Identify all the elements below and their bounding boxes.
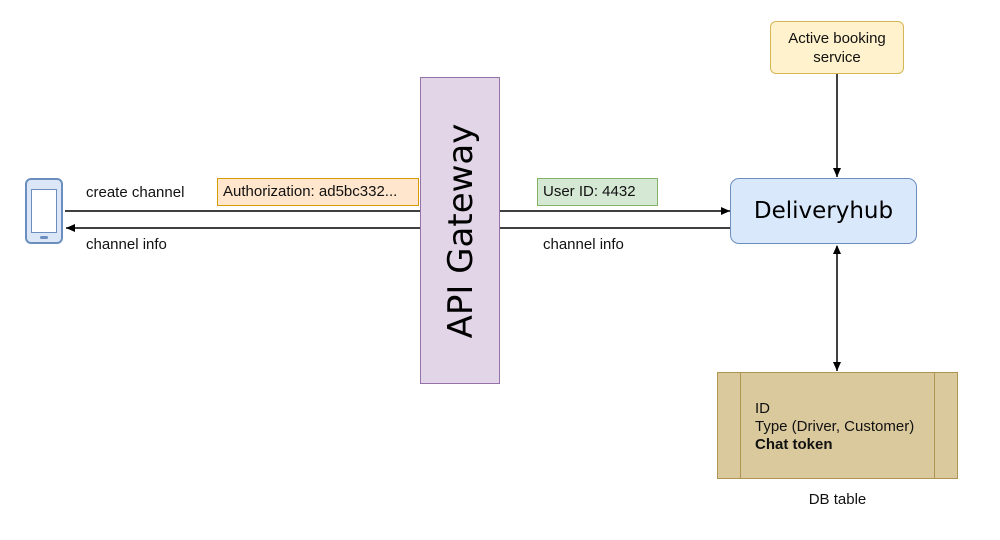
db-table-caption: DB table xyxy=(808,491,867,508)
create-channel-label: create channel xyxy=(86,184,185,201)
active-booking-service-label: Active booking service xyxy=(788,29,886,66)
api-gateway-label: API Gateway xyxy=(441,123,481,339)
user-id-tag: User ID: 4432 xyxy=(537,178,658,206)
db-fields: ID Type (Driver, Customer) Chat token xyxy=(755,400,914,454)
deliveryhub-label: Deliveryhub xyxy=(753,198,894,224)
authorization-tag: Authorization: ad5bc332... xyxy=(217,178,419,206)
db-right-divider xyxy=(934,373,935,478)
db-table-box: ID Type (Driver, Customer) Chat token xyxy=(717,372,958,479)
smartphone-icon xyxy=(25,178,63,244)
channel-info-left-label: channel info xyxy=(86,236,167,253)
db-field-id: ID xyxy=(755,400,770,417)
db-field-type: Type (Driver, Customer) xyxy=(755,418,915,435)
api-gateway-box: API Gateway xyxy=(420,77,500,384)
phone-screen xyxy=(31,189,57,233)
phone-home-button xyxy=(40,236,48,239)
active-booking-service-box: Active booking service xyxy=(770,21,904,74)
db-field-chat-token: Chat token xyxy=(755,436,833,453)
db-left-divider xyxy=(740,373,741,478)
deliveryhub-box: Deliveryhub xyxy=(730,178,917,244)
channel-info-right-label: channel info xyxy=(543,236,624,253)
